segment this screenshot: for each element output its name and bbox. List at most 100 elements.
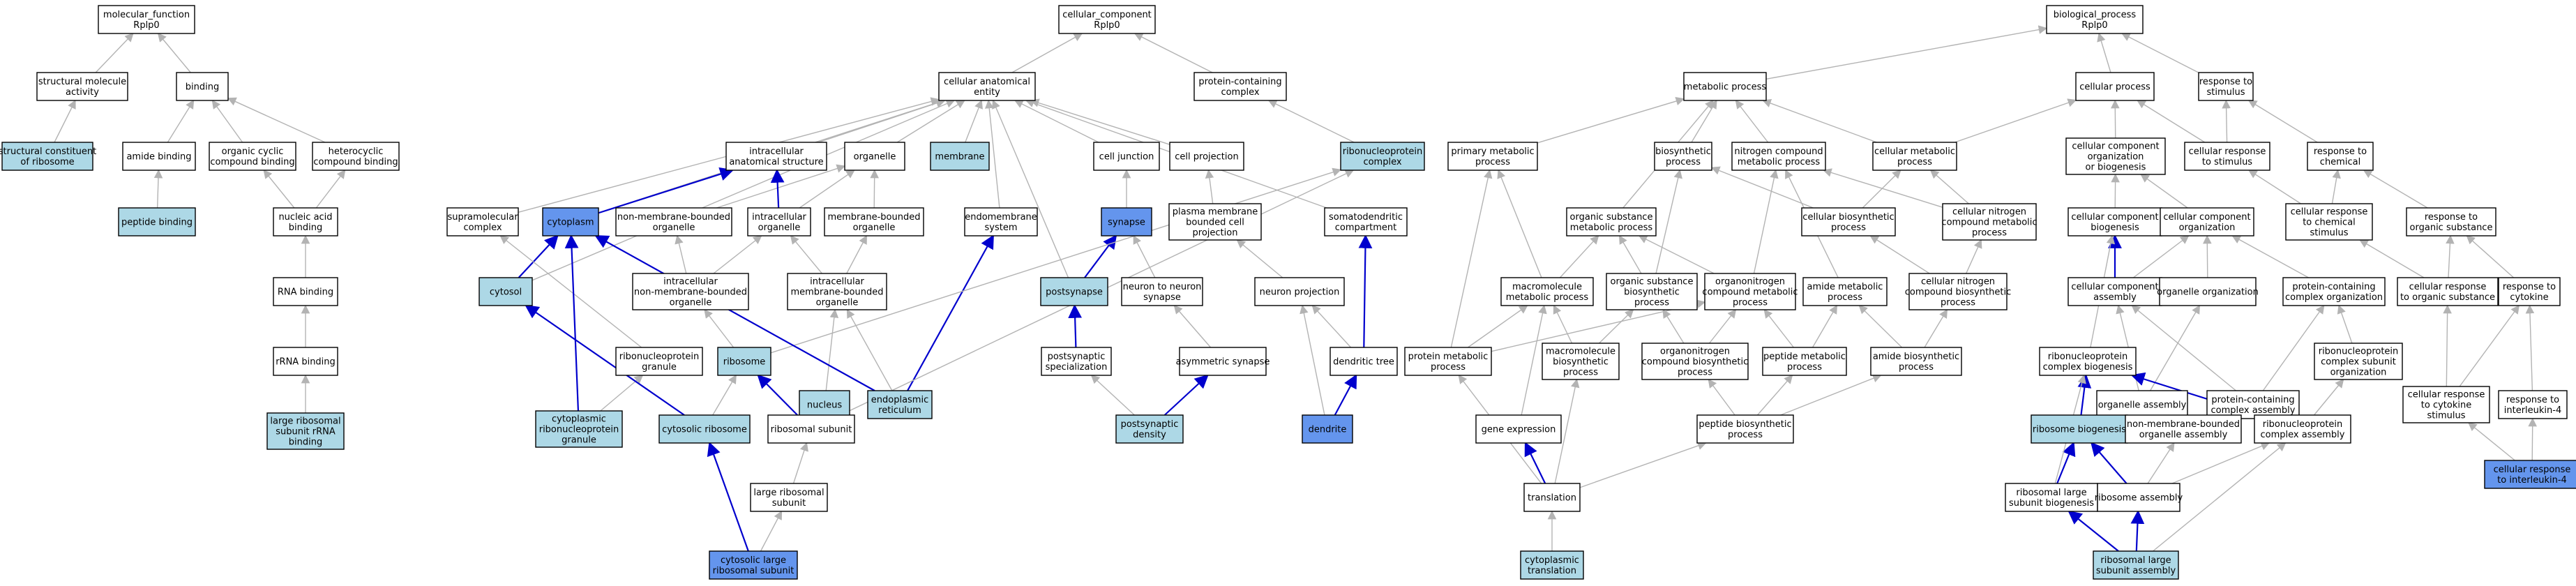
node-box xyxy=(1302,414,1353,444)
edge-mbp-to-osbp xyxy=(1599,309,1634,344)
node-label-line: primary metabolic xyxy=(1451,146,1534,157)
node-box xyxy=(1330,347,1398,376)
node-label-line: process xyxy=(1897,157,1932,167)
node-riboasm: ribosome assembly xyxy=(2095,483,2183,512)
node-box xyxy=(1101,207,1152,236)
node-label-line: amide metabolic xyxy=(1807,282,1883,292)
edge-rlsa-to-riboasm xyxy=(2130,510,2145,552)
edge-amidebp-to-amp xyxy=(1858,305,1903,348)
node-label-line: ribonucleoprotein xyxy=(2048,352,2128,362)
edge-cmp-to-cellproc xyxy=(1954,98,2077,143)
edge-pcc-to-cc xyxy=(1133,33,1213,73)
edge-oncmp-to-ncmp xyxy=(1753,169,1779,274)
node-label-line: process xyxy=(1828,292,1862,303)
node-label-line: non-membrane-bounded xyxy=(617,212,730,223)
node-label-line: cellular anatomical xyxy=(944,77,1030,87)
edge-oasm-to-oorg xyxy=(2149,304,2201,391)
node-label-line: compartment xyxy=(1335,223,1396,233)
node-label-line: to organic substance xyxy=(2400,292,2495,303)
edge-oncmp-to-osmp xyxy=(1638,235,1715,274)
edge-protmp-to-pmp xyxy=(1450,169,1493,348)
node-label-line: compound biosynthetic xyxy=(1905,287,2012,298)
edge-cellproj-to-cae xyxy=(1030,98,1170,145)
node-box xyxy=(1254,277,1345,306)
node-box xyxy=(1683,72,1767,101)
node-label-line: process xyxy=(1475,157,1510,167)
node-box xyxy=(1870,347,1962,376)
node-label-line: cellular response xyxy=(2408,390,2485,400)
edge-pepmp-to-oncmp xyxy=(1763,309,1794,348)
edge-ncmp-to-metab xyxy=(1735,100,1769,143)
edge-cbp-to-cmp xyxy=(1862,170,1901,209)
edge-pepbp-to-pepmp xyxy=(1756,375,1793,416)
node-box xyxy=(750,483,828,512)
node-celljx: cell junction xyxy=(1093,142,1160,171)
node-box xyxy=(542,207,599,236)
node-box xyxy=(2307,142,2374,171)
edge-er-to-endo xyxy=(907,234,994,391)
node-label-line: specialization xyxy=(1046,362,1108,373)
node-label-line: organic substance xyxy=(1570,212,1653,223)
edge-cncbp-to-cncmp xyxy=(1966,239,1982,274)
node-label-line: dendrite xyxy=(1309,425,1347,435)
node-box xyxy=(1179,347,1267,376)
node-box xyxy=(844,142,905,171)
edge-pcco-to-cco xyxy=(2231,235,2309,278)
edge-pepbp-to-oncbp xyxy=(1708,378,1735,416)
node-label-line: macromolecule xyxy=(1512,282,1582,292)
node-box xyxy=(1447,142,1538,171)
node-label-line: organonitrogen xyxy=(1715,277,1785,287)
node-label-line: process xyxy=(1563,368,1598,378)
edge-cribo-to-ribosome xyxy=(712,374,737,416)
edge-cribo-to-cytosol xyxy=(525,304,685,416)
node-rsub: ribosomal subunit xyxy=(767,414,855,444)
node-dendrite: dendrite xyxy=(1302,414,1353,444)
node-label-line: postsynaptic xyxy=(1121,419,1179,430)
edge-rsub-to-ribosome xyxy=(757,374,798,416)
node-neuproj: neuron projection xyxy=(1254,277,1345,306)
node-label-line: to stimulus xyxy=(2202,157,2252,167)
node-box xyxy=(1762,347,1847,376)
node-label-line: amide binding xyxy=(126,152,191,163)
node-box xyxy=(1040,277,1108,306)
node-box xyxy=(2206,390,2300,419)
edge-geneexp-to-mmp xyxy=(1521,304,1547,416)
node-label-line: non-membrane-bounded xyxy=(2127,419,2240,430)
node-box xyxy=(1942,203,2037,241)
node-box xyxy=(273,207,338,236)
node-box xyxy=(266,412,345,450)
edge-nab-to-occb xyxy=(263,170,295,209)
edge-riboasm-to-nmboa xyxy=(2147,442,2175,484)
node-label-line: ribosomal subunit xyxy=(771,425,852,435)
node-box xyxy=(1520,550,1584,580)
node-label-line: gene expression xyxy=(1482,425,1556,435)
node-label-line: cytokine xyxy=(2510,292,2548,303)
node-box xyxy=(767,414,855,444)
edge-sma-to-mf xyxy=(95,33,134,73)
node-box xyxy=(717,347,771,376)
node-label-line: subunit rRNA xyxy=(276,427,336,437)
node-box xyxy=(725,142,827,171)
edge-nmbo-to-organelle xyxy=(716,164,846,209)
node-label-line: large ribosomal xyxy=(753,488,824,498)
edge-imbo-to-io xyxy=(790,235,822,274)
node-label-line: organonitrogen xyxy=(1660,347,1730,357)
node-label-line: Rplp0 xyxy=(1094,20,1120,31)
node-label-line: cellular process xyxy=(2079,82,2151,93)
node-label-line: amide biosynthetic xyxy=(1873,352,1959,362)
edge-amideb-to-binding xyxy=(167,99,195,143)
edge-dendrite-to-neuproj xyxy=(1300,304,1325,416)
